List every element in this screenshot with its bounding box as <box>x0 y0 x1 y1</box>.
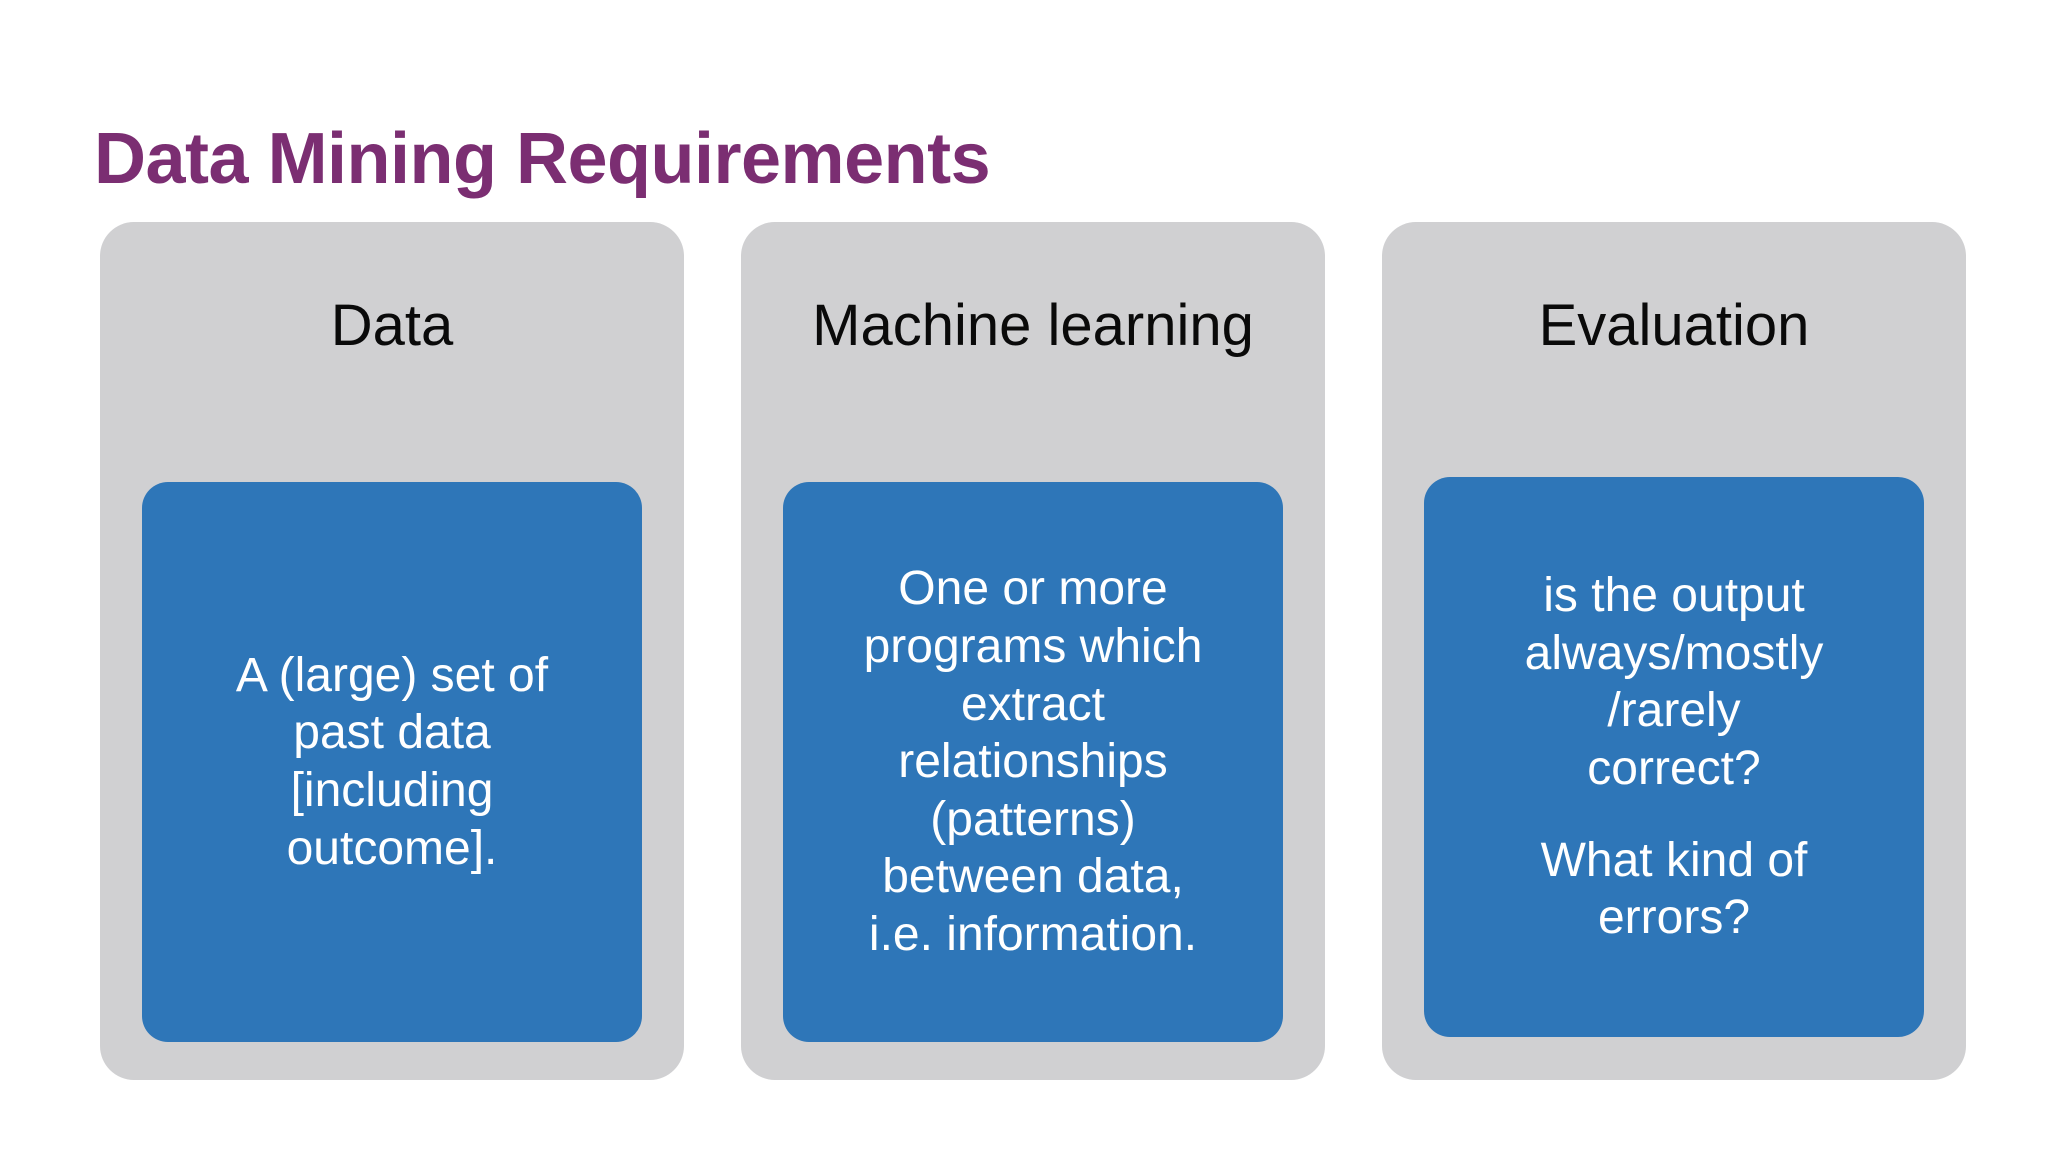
column-body-text-data: A (large) set of past data [including ou… <box>235 648 549 875</box>
column-header-data: Data <box>330 293 454 358</box>
column-card-machine-learning[interactable]: Machine learning One or more programs wh… <box>741 222 1325 1080</box>
column-card-evaluation[interactable]: Evaluation is the output always/mostly /… <box>1382 222 1966 1080</box>
columns-container: Data A (large) set of past data [includi… <box>100 222 1966 1092</box>
column-body-text-machine-learning: One or more programs which extract relat… <box>863 562 1203 961</box>
column-body-box-machine-learning[interactable]: One or more programs which extract relat… <box>783 482 1283 1042</box>
column-header-evaluation: Evaluation <box>1538 293 1810 358</box>
page-title: Data Mining Requirements <box>94 119 991 199</box>
column-body-box-evaluation[interactable]: is the output always/mostly /rarely corr… <box>1424 477 1924 1037</box>
column-body-text-evaluation-question: is the output always/mostly /rarely corr… <box>1524 569 1824 795</box>
column-body-text-evaluation-errors: What kind of errors? <box>1540 833 1808 945</box>
column-header-machine-learning: Machine learning <box>812 293 1254 358</box>
column-card-data[interactable]: Data A (large) set of past data [includi… <box>100 222 684 1080</box>
column-body-box-data[interactable]: A (large) set of past data [including ou… <box>142 482 642 1042</box>
